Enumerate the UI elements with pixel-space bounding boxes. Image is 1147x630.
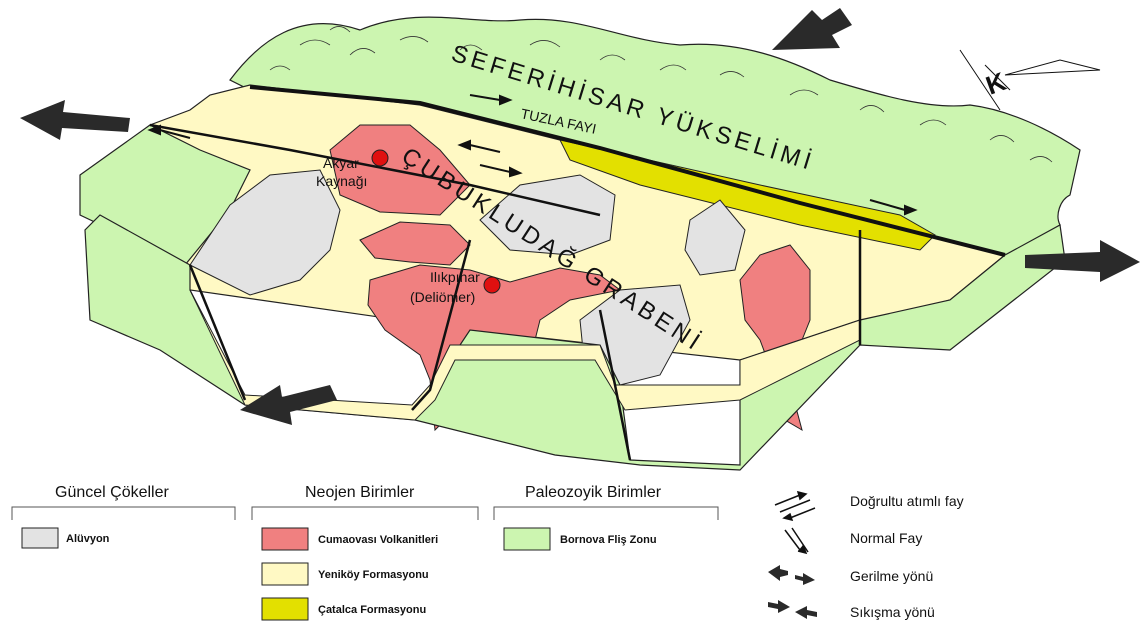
legend-group-title-3: Paleozoyik Birimler	[525, 484, 662, 501]
ilikpinar-label-line2: (Deliömer)	[410, 289, 475, 305]
akyar-label-line2: Kaynağı	[316, 173, 367, 189]
legend-swatch-cumaovasi	[262, 528, 308, 550]
extension-arrows-icon	[768, 565, 815, 585]
legend-group-title-2: Neojen Birimler	[305, 484, 415, 501]
akyar-label-line1: Akyar	[323, 155, 359, 171]
legend-sym-extension: Gerilme yönü	[850, 568, 933, 584]
legend-sym-normal: Normal Fay	[850, 530, 922, 546]
extension-arrow-west	[20, 100, 130, 140]
legend-bracket-1	[12, 507, 235, 520]
legend-swatch-catalca	[262, 598, 308, 620]
normal-fault-icon	[785, 528, 808, 553]
legend-label-bornova: Bornova Fliş Zonu	[560, 534, 657, 546]
north-arrow: K	[960, 50, 1100, 110]
legend-sym-compression: Sıkışma yönü	[850, 604, 935, 620]
legend-bracket-3	[494, 507, 718, 520]
legend-bracket-2	[252, 507, 478, 520]
legend-label-catalca: Çatalca Formasyonu	[318, 604, 426, 616]
legend-swatch-bornova	[504, 528, 550, 550]
strike-slip-fault-icon	[775, 492, 815, 520]
compression-arrows-icon	[768, 600, 817, 619]
compression-arrow-ne	[772, 8, 852, 50]
legend-label-cumaovasi: Cumaovası Volkanitleri	[318, 534, 438, 546]
akyar-spring-marker	[372, 150, 388, 166]
legend-label-yenikoy: Yeniköy Formasyonu	[318, 569, 429, 581]
legend-swatch-yenikoy	[262, 563, 308, 585]
legend-sym-strike-slip: Doğrultu atımlı fay	[850, 493, 964, 509]
legend: Güncel Çökeller Alüvyon Neojen Birimler …	[12, 484, 964, 620]
legend-swatch-alluvium	[22, 528, 58, 548]
legend-label-alluvium: Alüvyon	[66, 533, 110, 545]
ilikpinar-label-line1: Ilıkpınar	[430, 269, 480, 285]
ilikpinar-spring-marker	[484, 277, 500, 293]
legend-group-title-1: Güncel Çökeller	[55, 484, 170, 501]
north-label: K	[982, 66, 1010, 101]
